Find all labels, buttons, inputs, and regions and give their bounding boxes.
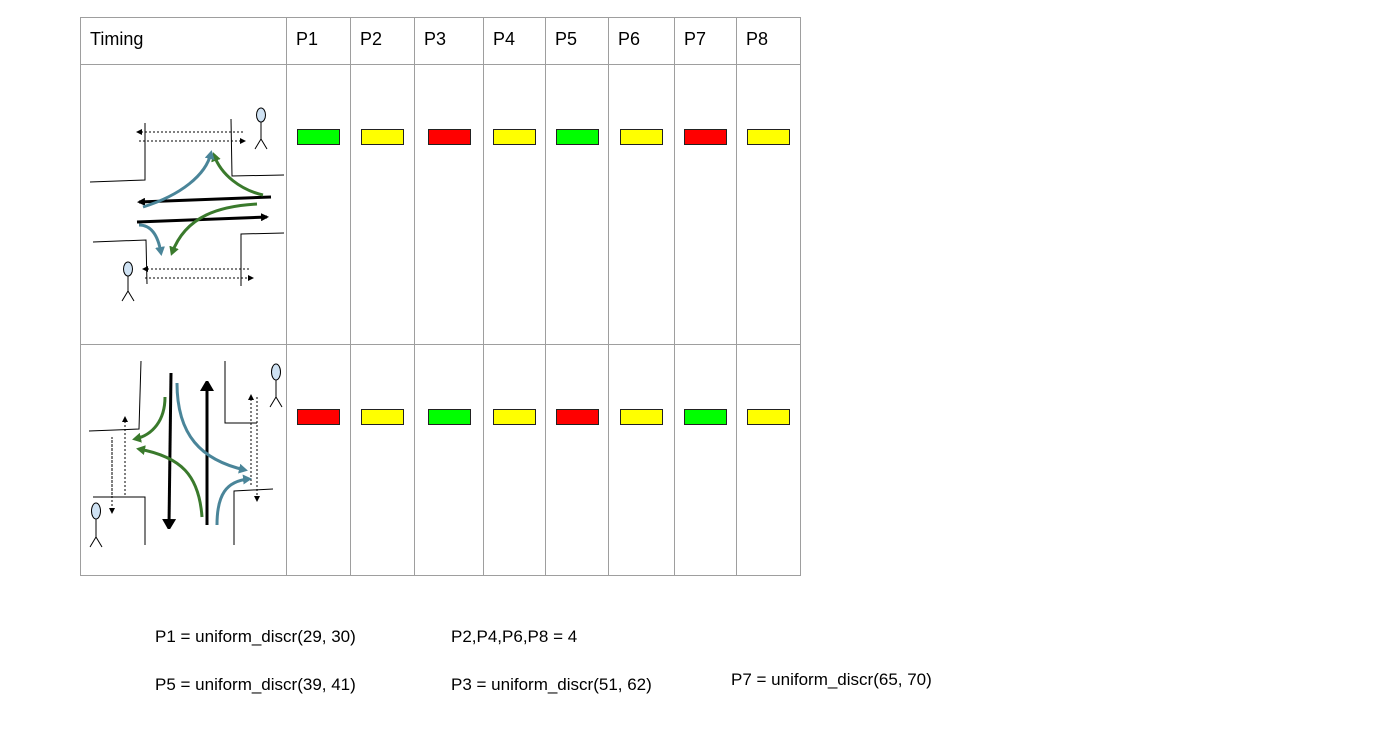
formula-p7: P7 = uniform_discr(65, 70) bbox=[731, 670, 932, 689]
signal-cell bbox=[545, 344, 609, 576]
signal-cell bbox=[674, 64, 737, 345]
phase-header-p3: P3 bbox=[414, 17, 484, 65]
phase-header-p1: P1 bbox=[286, 17, 351, 65]
signal-cell bbox=[736, 344, 801, 576]
east-west-row bbox=[80, 64, 801, 345]
north-south-intersection-diagram bbox=[88, 360, 283, 548]
east-west-diagram bbox=[80, 64, 287, 345]
timing-header: Timing bbox=[80, 17, 287, 65]
curb-lines bbox=[89, 118, 285, 286]
signal-indicator-green bbox=[684, 409, 727, 425]
north-south-diagram bbox=[80, 344, 287, 576]
formula-p2-p4-p6-p8: P2,P4,P6,P8 = 4 bbox=[451, 627, 578, 646]
phase-header-p4: P4 bbox=[483, 17, 546, 65]
formula-p3: P3 = uniform_discr(51, 62) bbox=[451, 675, 652, 694]
signal-indicator-yellow bbox=[493, 129, 536, 145]
phase-header-p8: P8 bbox=[736, 17, 801, 65]
signal-cell bbox=[414, 64, 484, 345]
right-turn-arrows bbox=[175, 382, 252, 526]
phase-header-p6: P6 bbox=[608, 17, 675, 65]
signal-cell bbox=[608, 344, 675, 576]
phase-timing-table: Timing P1 P2 P3 P4 P5 P6 P7 P8 bbox=[80, 17, 801, 576]
pedestrian-icon bbox=[89, 363, 283, 548]
signal-cell bbox=[414, 344, 484, 576]
formula-p5: P5 = uniform_discr(39, 41) bbox=[155, 675, 356, 694]
signal-cell bbox=[286, 64, 351, 345]
crosswalk-lines bbox=[109, 394, 260, 514]
signal-cell bbox=[350, 64, 415, 345]
signal-indicator-yellow bbox=[620, 409, 663, 425]
signal-indicator-yellow bbox=[620, 129, 663, 145]
east-west-intersection-diagram bbox=[89, 107, 285, 302]
signal-indicator-red bbox=[556, 409, 599, 425]
signal-indicator-yellow bbox=[747, 409, 790, 425]
signal-indicator-yellow bbox=[361, 409, 404, 425]
signal-indicator-yellow bbox=[493, 409, 536, 425]
curb-lines bbox=[88, 360, 274, 545]
signal-cell bbox=[286, 344, 351, 576]
phase-header-p2: P2 bbox=[350, 17, 415, 65]
signal-cell bbox=[483, 64, 546, 345]
signal-indicator-green bbox=[428, 409, 471, 425]
phase-header-p5: P5 bbox=[545, 17, 609, 65]
signal-cell bbox=[483, 344, 546, 576]
signal-cell bbox=[674, 344, 737, 576]
signal-cell bbox=[350, 344, 415, 576]
signal-indicator-red bbox=[684, 129, 727, 145]
pedestrian-icon bbox=[121, 107, 268, 302]
signal-indicator-green bbox=[297, 129, 340, 145]
header-row: Timing P1 P2 P3 P4 P5 P6 P7 P8 bbox=[80, 17, 801, 65]
signal-indicator-green bbox=[556, 129, 599, 145]
right-turn-arrows bbox=[138, 150, 215, 256]
left-turn-arrows bbox=[132, 396, 204, 518]
formula-p1: P1 = uniform_discr(29, 30) bbox=[155, 627, 356, 646]
left-turn-arrows bbox=[169, 152, 264, 256]
signal-indicator-yellow bbox=[361, 129, 404, 145]
signal-indicator-red bbox=[297, 409, 340, 425]
signal-indicator-red bbox=[428, 129, 471, 145]
phase-header-p7: P7 bbox=[674, 17, 737, 65]
signal-indicator-yellow bbox=[747, 129, 790, 145]
signal-cell bbox=[608, 64, 675, 345]
crosswalk-lines bbox=[136, 129, 254, 281]
signal-cell bbox=[545, 64, 609, 345]
north-south-row bbox=[80, 344, 801, 576]
signal-cell bbox=[736, 64, 801, 345]
